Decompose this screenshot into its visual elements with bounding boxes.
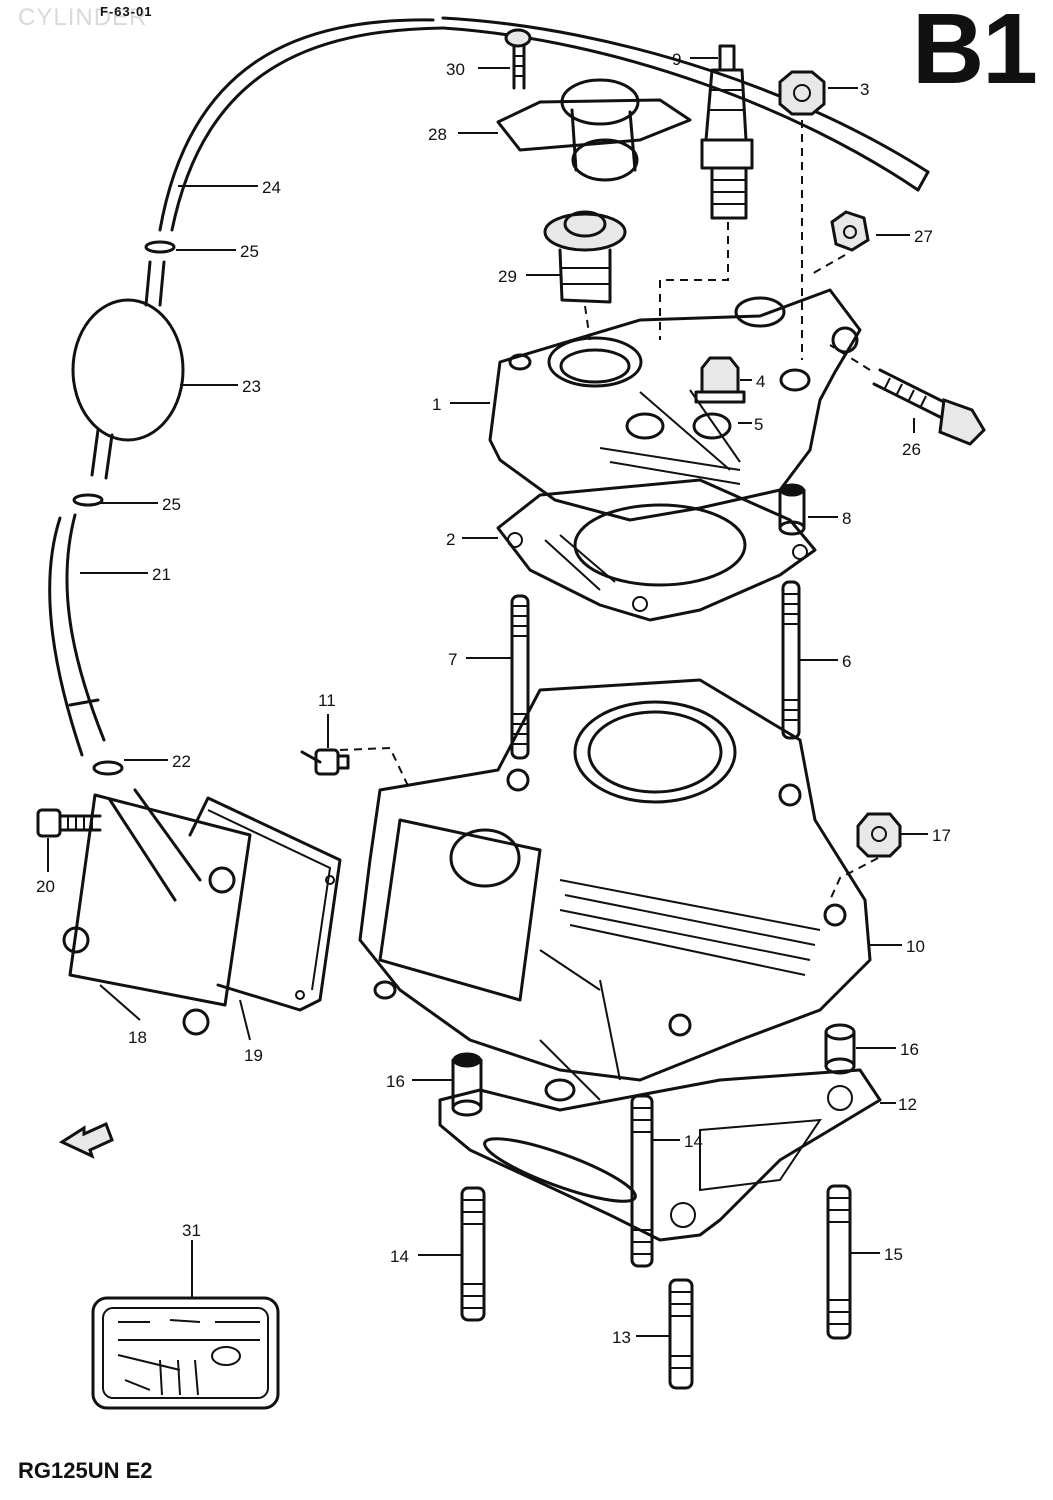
callout-1: 1 bbox=[432, 395, 441, 414]
callout-11: 11 bbox=[318, 691, 336, 710]
part-26-bolt bbox=[829, 344, 986, 446]
part-10-cylinder bbox=[339, 678, 879, 1102]
callout-18: 18 bbox=[128, 1028, 147, 1047]
part-4-cap-nut bbox=[694, 356, 746, 404]
part-11-fitting bbox=[300, 748, 350, 776]
part-30-screw bbox=[504, 28, 532, 90]
callout-29: 29 bbox=[498, 267, 517, 286]
callout-25-upper: 25 bbox=[240, 242, 259, 261]
part-8-dowel bbox=[778, 483, 806, 536]
callout-16-left: 16 bbox=[386, 1072, 405, 1091]
part-23-reservoir bbox=[71, 260, 185, 480]
callout-27: 27 bbox=[914, 227, 933, 246]
callout-23: 23 bbox=[242, 377, 261, 396]
part-24-hose bbox=[158, 16, 930, 232]
part-22-o-ring bbox=[92, 760, 124, 776]
part-2-head-gasket bbox=[496, 478, 817, 622]
part-16-dowel-right bbox=[824, 1023, 856, 1075]
callout-3: 3 bbox=[860, 80, 869, 99]
callout-24: 24 bbox=[262, 178, 281, 197]
part-9-spark-plug bbox=[659, 44, 754, 340]
front-direction-arrow-icon bbox=[58, 1121, 114, 1159]
part-3-nut bbox=[778, 70, 826, 360]
diagram-tag: F-63-01 bbox=[100, 4, 153, 19]
part-18-cover bbox=[62, 788, 252, 1036]
model-code: RG125UN E2 bbox=[18, 1458, 153, 1483]
callout-19: 19 bbox=[244, 1046, 263, 1065]
callout-28: 28 bbox=[428, 125, 447, 144]
callout-21: 21 bbox=[152, 565, 171, 584]
callout-4: 4 bbox=[756, 372, 765, 391]
diagram-title: CYLINDER bbox=[18, 4, 148, 31]
callout-30: 30 bbox=[446, 60, 465, 79]
part-21-hose bbox=[48, 513, 106, 757]
part-17-nut bbox=[856, 812, 902, 858]
part-7-stud bbox=[510, 594, 530, 760]
callout-5: 5 bbox=[754, 415, 763, 434]
callout-7: 7 bbox=[448, 650, 457, 669]
part-19-gasket bbox=[188, 796, 342, 1012]
callout-9: 9 bbox=[672, 50, 681, 69]
part-13-stud bbox=[668, 1278, 694, 1390]
part-28-water-outlet bbox=[496, 78, 692, 182]
part-1-cylinder-head bbox=[488, 288, 862, 522]
part-15-stud bbox=[826, 1184, 852, 1340]
callout-16-right: 16 bbox=[900, 1040, 919, 1059]
leader-lines bbox=[47, 57, 928, 1337]
callout-20: 20 bbox=[36, 877, 55, 896]
part-31-label-plate bbox=[91, 1296, 280, 1410]
callout-12: 12 bbox=[898, 1095, 917, 1114]
part-6-stud bbox=[781, 580, 801, 740]
callout-14-upper: 14 bbox=[684, 1132, 703, 1151]
part-27-nut bbox=[809, 210, 870, 276]
callout-15: 15 bbox=[884, 1245, 903, 1264]
section-reference: B1 bbox=[912, 0, 1038, 105]
callout-8: 8 bbox=[842, 509, 851, 528]
callout-2: 2 bbox=[446, 530, 455, 549]
part-14-stud-left bbox=[460, 1186, 486, 1322]
part-12-base-gasket bbox=[438, 1068, 882, 1242]
part-25-clip-lower bbox=[72, 493, 104, 507]
part-14-stud-center bbox=[630, 1094, 654, 1268]
part-25-clip-upper bbox=[144, 240, 176, 254]
callout-25-lower: 25 bbox=[162, 495, 181, 514]
callout-10: 10 bbox=[906, 937, 925, 956]
callout-26: 26 bbox=[902, 440, 921, 459]
callout-13: 13 bbox=[612, 1328, 631, 1347]
callout-17: 17 bbox=[932, 826, 951, 845]
callout-22: 22 bbox=[172, 752, 191, 771]
part-16-dowel-left bbox=[451, 1052, 483, 1117]
callout-6: 6 bbox=[842, 652, 851, 671]
callout-31: 31 bbox=[182, 1221, 201, 1240]
callout-14-lower: 14 bbox=[390, 1247, 409, 1266]
